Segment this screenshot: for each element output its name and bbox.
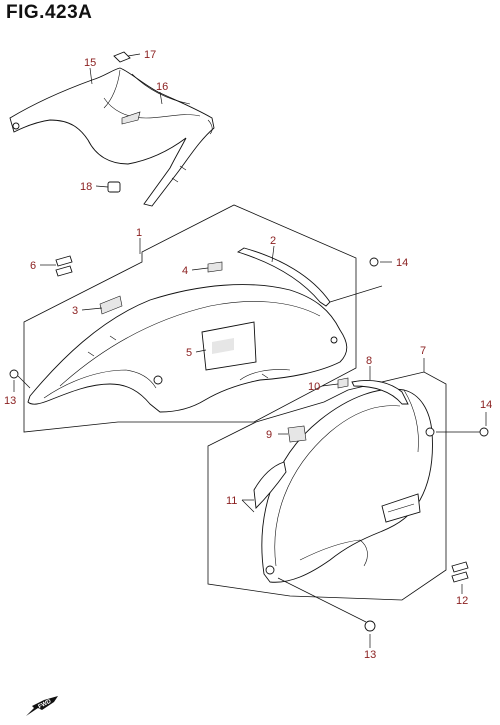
callout-14-top-label: 14 [396,257,408,269]
callout-14-right: 14 [480,399,492,411]
callout-5: 5 [186,347,192,359]
inner-cover-assembly [9,51,215,207]
frame-part-7 [207,371,447,601]
label-3 [100,296,122,314]
callout-17: 17 [144,49,156,61]
callout-6: 6 [30,260,36,272]
fwd-direction-badge: FWD [26,696,58,716]
callout-2: 2 [270,235,276,247]
callout-7: 7 [420,345,426,357]
callout-13-bottom: 13 [364,649,376,661]
callout-15: 15 [84,57,96,69]
badge-4 [208,262,222,272]
callout-18: 18 [80,181,92,193]
label-9 [288,426,306,442]
bolt-14-top [369,257,379,267]
callout-13-left: 13 [4,395,16,407]
badge-10 [338,378,348,388]
side-cover-right [253,377,489,632]
screw-13-left [9,369,19,379]
fwd-arrow-icon [26,696,58,716]
callout-16: 16 [156,81,168,93]
callout-9: 9 [266,429,272,441]
leader-lines [13,53,487,648]
callout-8: 8 [366,355,372,367]
emblem-6 [55,255,73,277]
figure-title: FIG.423A [6,2,93,23]
side-cover-left [9,247,379,413]
callout-12: 12 [456,595,468,607]
callout-4: 4 [182,265,188,277]
callout-1: 1 [136,227,142,239]
emblem-12 [451,561,469,583]
callout-11: 11 [226,495,237,507]
callout-3: 3 [72,305,78,317]
callouts: 15 17 16 18 1 2 6 4 [30,49,276,277]
screw-13-bottom [364,620,376,632]
frame-part-1 [23,204,357,433]
callout-10: 10 [308,381,320,393]
